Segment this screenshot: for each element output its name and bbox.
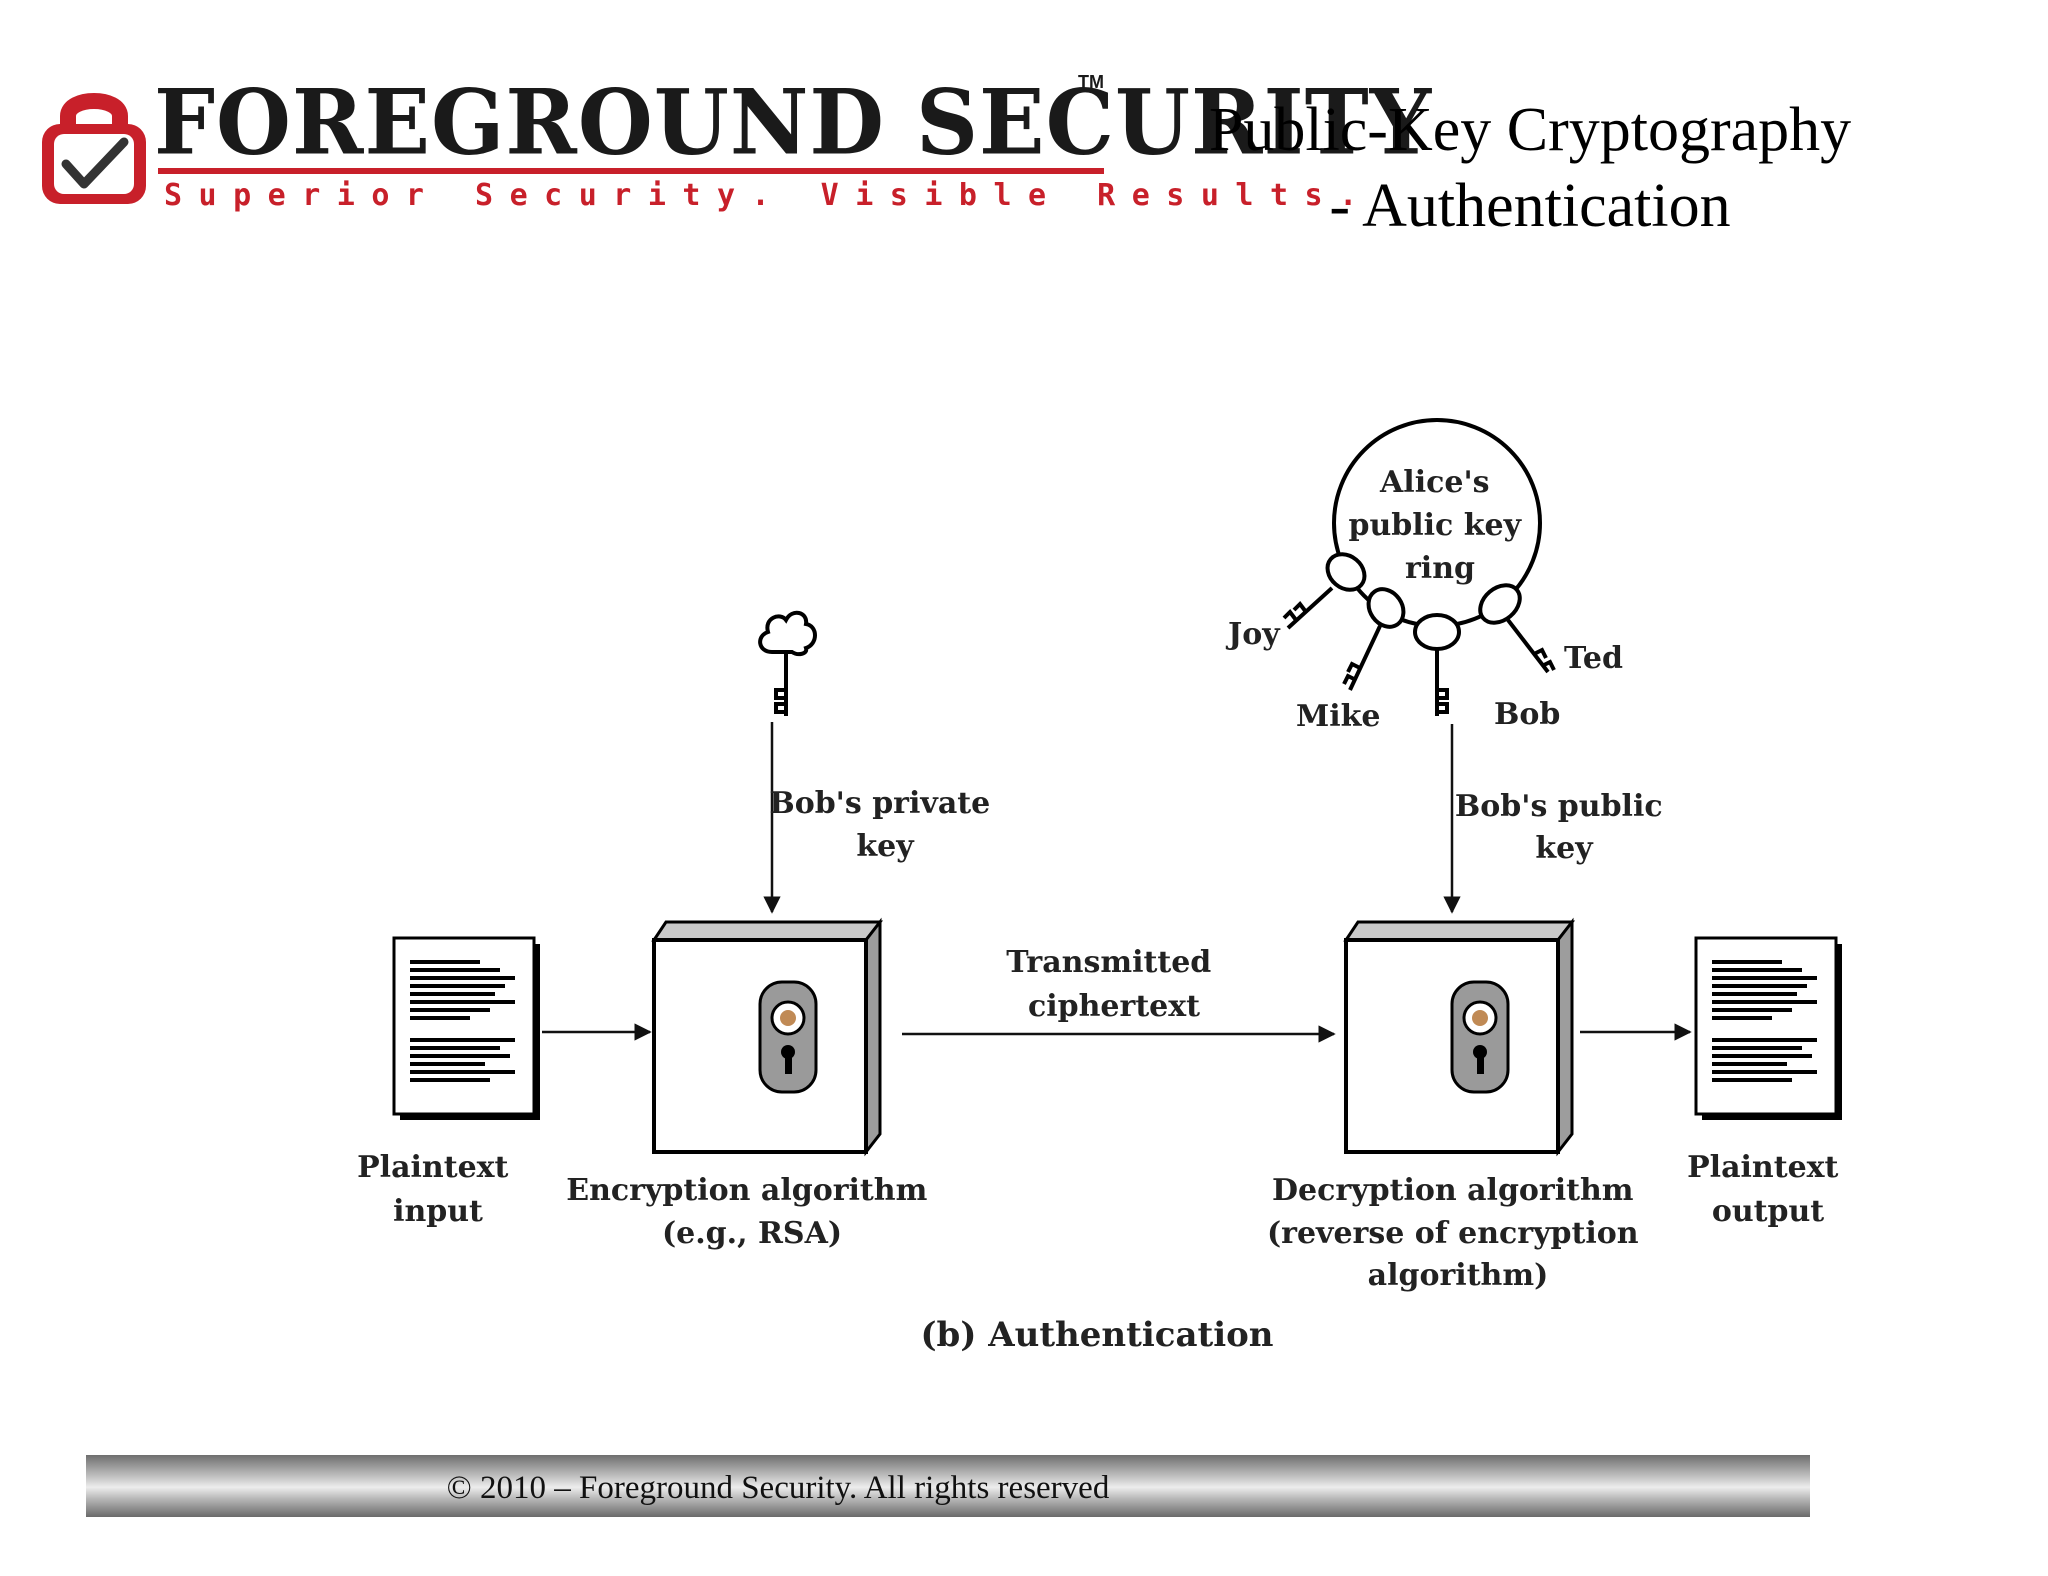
encryption-box — [651, 917, 884, 1157]
decryption-lock-icon — [1450, 980, 1510, 1094]
bob-key-icon — [1413, 613, 1461, 716]
key-owner-joy: Joy — [1225, 617, 1281, 652]
logo-underline — [158, 168, 1104, 174]
slide-title: Public-Key Cryptography - Authentication — [1150, 92, 1910, 244]
trademark-mark: TM — [1078, 72, 1104, 92]
plaintext-output-document-icon — [1694, 936, 1842, 1120]
key-owner-ted: Ted — [1564, 641, 1623, 676]
private-key-icon — [758, 610, 817, 716]
logo-tagline: Superior Security. Visible Results. — [164, 178, 1374, 213]
diagram-caption: (b) Authentication — [920, 1315, 1273, 1355]
plaintext-input-label: Plaintext input — [357, 1150, 519, 1229]
encryption-lock-icon — [758, 980, 818, 1094]
transmitted-ciphertext-label: Transmitted ciphertext — [1006, 945, 1221, 1024]
logo-wordmark: FOREGROUND SECURITY — [154, 69, 1433, 176]
decryption-label: Decryption algorithm (reverse of encrypt… — [1267, 1173, 1649, 1293]
footer-bar: © 2010 – Foreground Security. All rights… — [86, 1455, 1810, 1517]
key-ring-label: Alice's public key ring — [1348, 465, 1531, 586]
title-line-1: Public-Key Cryptography — [1208, 96, 1852, 164]
public-key-label: Bob's public key — [1455, 789, 1673, 866]
encryption-label: Encryption algorithm (e.g., RSA) — [566, 1173, 938, 1251]
joy-key-icon — [1282, 552, 1367, 630]
ted-key-icon — [1478, 583, 1556, 674]
key-owner-mike: Mike — [1296, 699, 1380, 734]
copyright-text: © 2010 – Foreground Security. All rights… — [446, 1470, 1110, 1506]
plaintext-input-document-icon — [392, 936, 540, 1120]
private-key-label: Bob's private key — [769, 786, 1000, 864]
mike-key-icon — [1342, 587, 1406, 691]
decryption-box — [1343, 917, 1576, 1157]
plaintext-output-label: Plaintext output — [1687, 1150, 1849, 1229]
padlock-check-icon — [42, 93, 146, 204]
company-logo: FOREGROUND SECURITY TM Superior Security… — [38, 72, 1431, 222]
title-line-2: - Authentication — [1329, 172, 1731, 240]
key-owner-bob: Bob — [1494, 697, 1560, 732]
